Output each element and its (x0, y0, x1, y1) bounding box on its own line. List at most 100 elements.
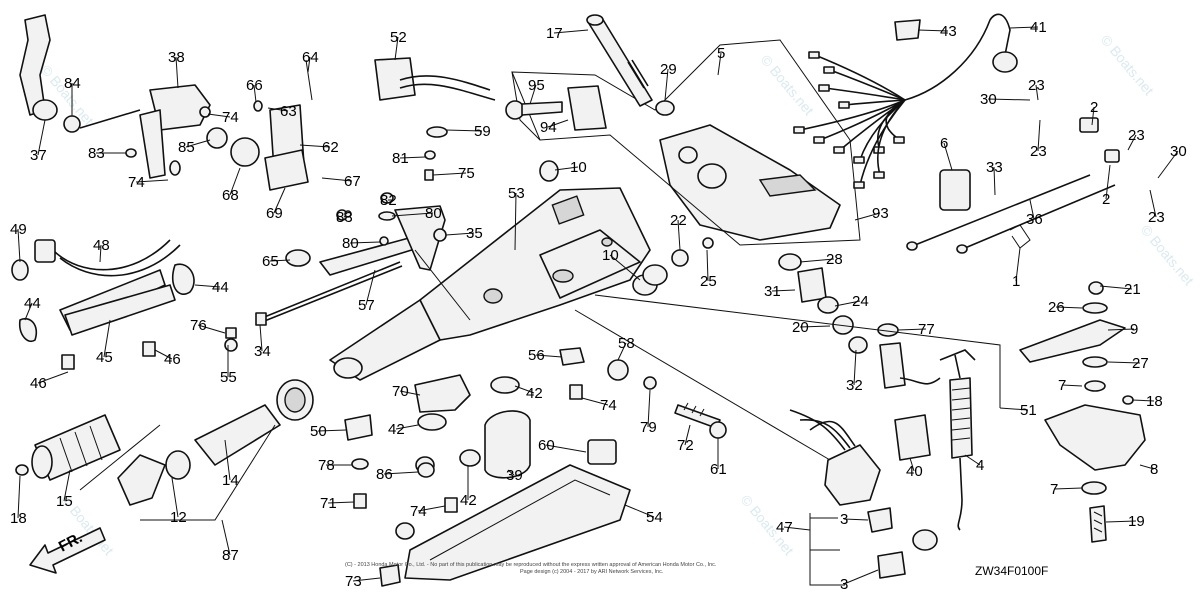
part-callout[interactable]: 35 (466, 225, 483, 242)
part-callout[interactable]: 15 (56, 493, 73, 510)
part-callout[interactable]: 42 (388, 421, 405, 438)
part-callout[interactable]: 74 (600, 397, 617, 414)
part-callout[interactable]: 46 (30, 375, 47, 392)
part-callout[interactable]: 12 (170, 509, 187, 526)
part-callout[interactable]: 82 (380, 192, 397, 209)
part-callout[interactable]: 83 (336, 209, 353, 226)
part-callout[interactable]: 51 (1020, 402, 1037, 419)
part-callout[interactable]: 86 (376, 466, 393, 483)
part-callout[interactable]: 31 (764, 283, 781, 300)
part-callout[interactable]: 85 (178, 139, 195, 156)
part-callout[interactable]: 49 (10, 221, 27, 238)
part-callout[interactable]: 65 (262, 253, 279, 270)
part-callout[interactable]: 44 (24, 295, 41, 312)
part-callout[interactable]: 3 (840, 511, 848, 528)
part-callout[interactable]: 54 (646, 509, 663, 526)
part-callout[interactable]: 30 (1170, 143, 1187, 160)
part-callout[interactable]: 2 (1102, 191, 1110, 208)
part-callout[interactable]: 42 (460, 492, 477, 509)
part-callout[interactable]: 50 (310, 423, 327, 440)
part-callout[interactable]: 83 (88, 145, 105, 162)
part-callout[interactable]: 71 (320, 495, 337, 512)
part-callout[interactable]: 8 (1150, 461, 1158, 478)
part-callout[interactable]: 56 (528, 347, 545, 364)
part-callout[interactable]: 10 (602, 247, 619, 264)
part-callout[interactable]: 27 (1132, 355, 1149, 372)
part-callout[interactable]: 23 (1128, 127, 1145, 144)
part-callout[interactable]: 41 (1030, 19, 1047, 36)
part-callout[interactable]: 63 (280, 103, 297, 120)
part-callout[interactable]: 18 (10, 510, 27, 527)
part-callout[interactable]: 53 (508, 185, 525, 202)
part-callout[interactable]: 40 (906, 463, 923, 480)
part-callout[interactable]: 70 (392, 383, 409, 400)
part-callout[interactable]: 47 (776, 519, 793, 536)
part-callout[interactable]: 30 (980, 91, 997, 108)
part-callout[interactable]: 57 (358, 297, 375, 314)
part-callout[interactable]: 26 (1048, 299, 1065, 316)
part-callout[interactable]: 29 (660, 61, 677, 78)
part-callout[interactable]: 48 (93, 237, 110, 254)
part-callout[interactable]: 74 (128, 174, 145, 191)
part-callout[interactable]: 74 (410, 503, 427, 520)
part-callout[interactable]: 23 (1030, 143, 1047, 160)
part-callout[interactable]: 7 (1058, 377, 1066, 394)
part-callout[interactable]: 60 (538, 437, 555, 454)
part-callout[interactable]: 55 (220, 369, 237, 386)
part-callout[interactable]: 37 (30, 147, 47, 164)
part-callout[interactable]: 3 (840, 576, 848, 593)
part-callout[interactable]: 25 (700, 273, 717, 290)
part-callout[interactable]: 46 (164, 351, 181, 368)
part-callout[interactable]: 80 (342, 235, 359, 252)
part-callout[interactable]: 74 (222, 109, 239, 126)
part-callout[interactable]: 43 (940, 23, 957, 40)
part-callout[interactable]: 78 (318, 457, 335, 474)
part-callout[interactable]: 39 (506, 467, 523, 484)
part-callout[interactable]: 58 (618, 335, 635, 352)
part-callout[interactable]: 68 (222, 187, 239, 204)
part-callout[interactable]: 23 (1148, 209, 1165, 226)
part-callout[interactable]: 6 (940, 135, 948, 152)
part-callout[interactable]: 79 (640, 419, 657, 436)
part-callout[interactable]: 81 (392, 150, 409, 167)
part-callout[interactable]: 14 (222, 472, 239, 489)
part-callout[interactable]: 38 (168, 49, 185, 66)
part-callout[interactable]: 20 (792, 319, 809, 336)
part-callout[interactable]: 52 (390, 29, 407, 46)
part-callout[interactable]: 22 (670, 212, 687, 229)
part-callout[interactable]: 32 (846, 377, 863, 394)
part-callout[interactable]: 75 (458, 165, 475, 182)
part-callout[interactable]: 9 (1130, 321, 1138, 338)
part-callout[interactable]: 45 (96, 349, 113, 366)
part-callout[interactable]: 42 (526, 385, 543, 402)
part-callout[interactable]: 77 (918, 321, 935, 338)
part-callout[interactable]: 1 (1012, 273, 1020, 290)
part-callout[interactable]: 21 (1124, 281, 1141, 298)
part-callout[interactable]: 10 (570, 159, 587, 176)
part-callout[interactable]: 62 (322, 139, 339, 156)
part-callout[interactable]: 4 (976, 457, 984, 474)
part-callout[interactable]: 73 (345, 573, 362, 590)
part-callout[interactable]: 80 (425, 205, 442, 222)
part-callout[interactable]: 84 (64, 75, 81, 92)
part-callout[interactable]: 69 (266, 205, 283, 222)
part-callout[interactable]: 94 (540, 119, 557, 136)
part-callout[interactable]: 66 (246, 77, 263, 94)
part-callout[interactable]: 93 (872, 205, 889, 222)
part-callout[interactable]: 87 (222, 547, 239, 564)
part-callout[interactable]: 18 (1146, 393, 1163, 410)
part-callout[interactable]: 59 (474, 123, 491, 140)
part-callout[interactable]: 34 (254, 343, 271, 360)
part-callout[interactable]: 95 (528, 77, 545, 94)
part-callout[interactable]: 33 (986, 159, 1003, 176)
part-callout[interactable]: 36 (1026, 211, 1043, 228)
part-callout[interactable]: 64 (302, 49, 319, 66)
part-callout[interactable]: 2 (1090, 99, 1098, 116)
part-callout[interactable]: 5 (717, 45, 725, 62)
part-callout[interactable]: 7 (1050, 481, 1058, 498)
part-callout[interactable]: 23 (1028, 77, 1045, 94)
part-callout[interactable]: 72 (677, 437, 694, 454)
part-callout[interactable]: 61 (710, 461, 727, 478)
part-callout[interactable]: 28 (826, 251, 843, 268)
part-callout[interactable]: 24 (852, 293, 869, 310)
